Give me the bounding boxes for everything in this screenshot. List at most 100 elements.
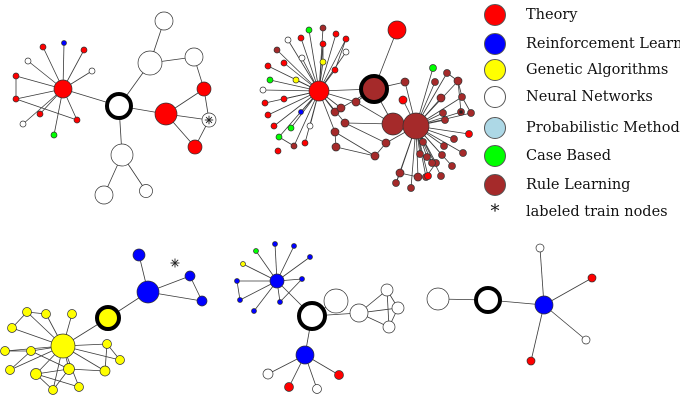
graph-node — [336, 103, 346, 113]
graph-node — [24, 57, 32, 65]
graph-node — [264, 62, 272, 70]
graph-node — [349, 303, 369, 323]
graph-node — [330, 127, 340, 137]
graph-node — [298, 54, 306, 62]
graph-edge — [30, 350, 70, 370]
edges — [437, 247, 593, 362]
graph-node — [36, 110, 44, 118]
target-center-node — [359, 74, 389, 104]
graph-node — [319, 58, 327, 66]
graph-node — [102, 339, 112, 349]
graph-node — [291, 243, 297, 249]
graph-node — [587, 273, 597, 283]
legend-item-neural-networks: Neural Networks — [484, 82, 653, 112]
graph-node — [423, 153, 431, 161]
graph-node — [274, 147, 282, 155]
graph-node — [330, 107, 340, 117]
legend-item-rule-learning: Rule Learning — [484, 170, 630, 200]
graph-node — [136, 280, 160, 304]
graph-node — [50, 131, 58, 139]
asterisk-icon: * — [490, 201, 500, 222]
graph-node — [253, 248, 259, 254]
graph-node — [319, 24, 327, 32]
graph-1-neural-center — [12, 11, 217, 205]
graph-node — [269, 273, 285, 289]
graph-4-neural-center — [234, 241, 405, 394]
nodes — [12, 11, 217, 205]
graph-node — [443, 69, 451, 77]
graph-edge — [334, 38, 347, 71]
graph-node — [273, 46, 281, 54]
graph-node — [137, 50, 163, 76]
probabilistic-methods-swatch-icon — [484, 117, 506, 139]
reinforcement-learning-swatch-icon — [484, 33, 506, 55]
train-node-asterisk-icon — [204, 115, 214, 125]
legend-label: Theory — [526, 7, 578, 23]
graph-node — [80, 46, 88, 54]
legend-label: labeled train nodes — [526, 204, 668, 220]
graph-2-rule-learning-center — [259, 20, 475, 192]
graph-node — [30, 368, 42, 380]
graph-node — [391, 301, 405, 315]
graph-node — [12, 95, 20, 103]
graph-node — [535, 243, 545, 253]
graph-node — [459, 149, 467, 157]
graph-node — [237, 297, 243, 303]
graph-node — [332, 30, 340, 38]
case-based-swatch-icon — [484, 145, 506, 167]
legend-item-case-based: Case Based — [484, 141, 611, 171]
target-center-node — [474, 286, 502, 314]
graph-node — [308, 80, 330, 102]
graph-node — [312, 384, 322, 394]
train-node-asterisk-icon — [170, 258, 180, 268]
graph-node — [395, 168, 405, 178]
graph-node — [259, 86, 267, 94]
graph-node — [7, 323, 17, 333]
edges — [262, 27, 472, 189]
graph-node — [534, 295, 554, 315]
graph-node — [526, 356, 536, 366]
graph-node — [392, 179, 400, 187]
nodes — [234, 241, 405, 394]
graph-node — [424, 172, 432, 180]
train-node-asterisk-icon — [458, 109, 464, 115]
graph-node — [187, 139, 203, 155]
legend-item-probabilistic-methods: Probabilistic Methods — [484, 113, 680, 143]
graph-5-neural-center — [426, 243, 597, 366]
graph-node — [240, 261, 246, 267]
graph-edge — [539, 247, 545, 306]
graph-node — [381, 112, 405, 136]
legend-label: Genetic Algorithms — [526, 62, 669, 78]
graph-edge — [344, 122, 387, 144]
graph-node — [290, 142, 298, 150]
graph-node — [407, 184, 415, 192]
graph-node — [67, 309, 77, 319]
graph-edge — [279, 278, 303, 303]
graph-node — [154, 11, 174, 31]
graph-node — [342, 35, 350, 43]
graph-node — [416, 150, 424, 158]
graph-node — [272, 241, 278, 247]
graph-node — [110, 143, 134, 167]
genetic-algorithms-swatch-icon — [484, 59, 506, 81]
target-center-node — [105, 92, 133, 120]
graph-node — [196, 81, 212, 97]
graph-node — [323, 288, 349, 314]
graph-node — [277, 299, 283, 305]
graph-node — [115, 355, 125, 365]
legend-item-reinforcement-learning: Reinforcement Learning — [484, 29, 680, 59]
graph-node — [402, 112, 430, 140]
nodes — [259, 20, 475, 192]
graph-node — [139, 184, 153, 198]
graph-node — [381, 138, 391, 148]
graph-node — [438, 151, 446, 159]
graph-node — [307, 254, 313, 260]
graph-node — [380, 283, 394, 297]
graph-node — [261, 99, 269, 107]
graph-node — [301, 139, 309, 147]
graph-node — [453, 76, 463, 86]
graph-node — [297, 34, 305, 42]
legend-label: Case Based — [526, 148, 611, 164]
graph-edge — [68, 368, 106, 372]
